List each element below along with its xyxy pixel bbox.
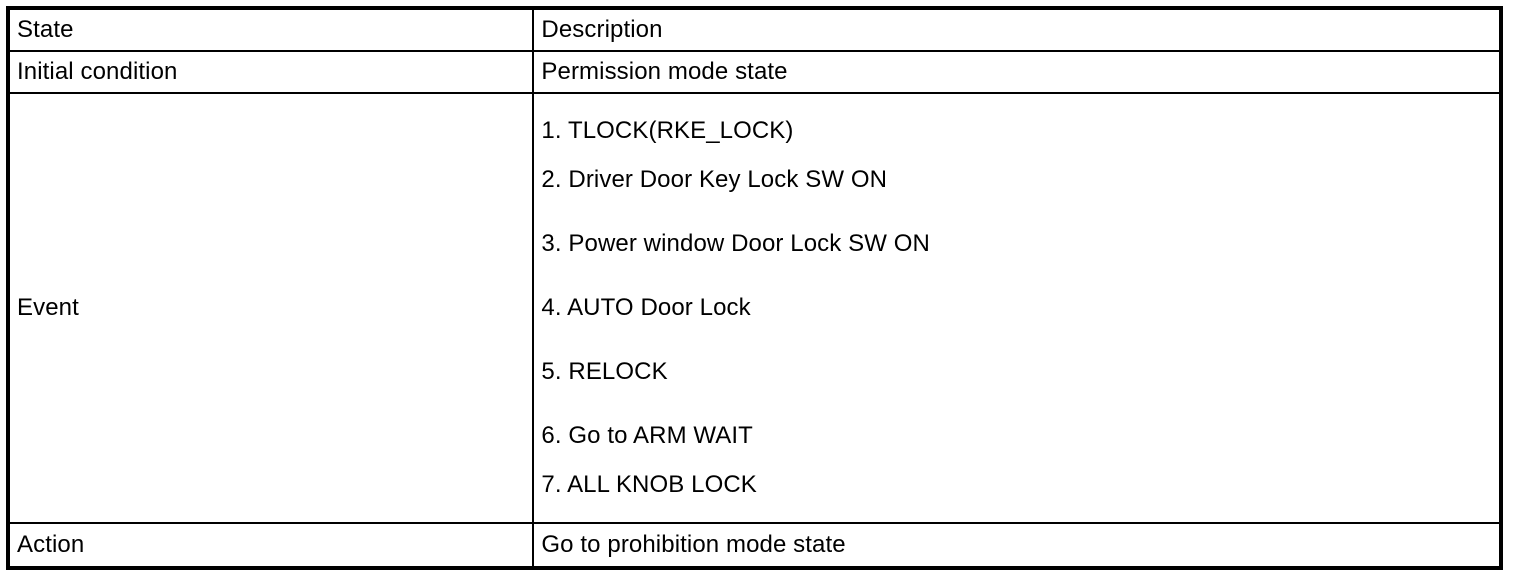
state-description-table: State Description Initial condition Perm… <box>6 6 1503 570</box>
list-item: 6. Go to ARM WAIT <box>541 422 753 449</box>
table-row: Initial condition Permission mode state <box>6 50 1502 94</box>
table-header-row: State Description <box>6 7 1502 52</box>
row-label-initial-condition: Initial condition <box>6 50 535 94</box>
list-item: 5. RELOCK <box>541 358 668 385</box>
list-item: 1. TLOCK(RKE_LOCK) <box>541 117 794 144</box>
table-row: Action Go to prohibition mode state <box>6 522 1502 569</box>
list-item: 7. ALL KNOB LOCK <box>541 471 757 498</box>
column-header-description: Description <box>532 7 1502 52</box>
row-label-event: Event <box>6 92 535 524</box>
table-row: Event 1. TLOCK(RKE_LOCK) 2. Driver Door … <box>6 92 1502 524</box>
column-header-state: State <box>6 7 535 52</box>
list-item: 3. Power window Door Lock SW ON <box>541 230 930 257</box>
row-value-event: 1. TLOCK(RKE_LOCK) 2. Driver Door Key Lo… <box>532 92 1502 524</box>
row-value-initial-condition: Permission mode state <box>532 50 1502 94</box>
list-item: 4. AUTO Door Lock <box>541 294 751 321</box>
row-value-action: Go to prohibition mode state <box>532 522 1502 569</box>
row-label-action: Action <box>6 522 535 569</box>
event-item-list: 1. TLOCK(RKE_LOCK) 2. Driver Door Key Lo… <box>541 94 1499 522</box>
list-item: 2. Driver Door Key Lock SW ON <box>541 166 888 193</box>
